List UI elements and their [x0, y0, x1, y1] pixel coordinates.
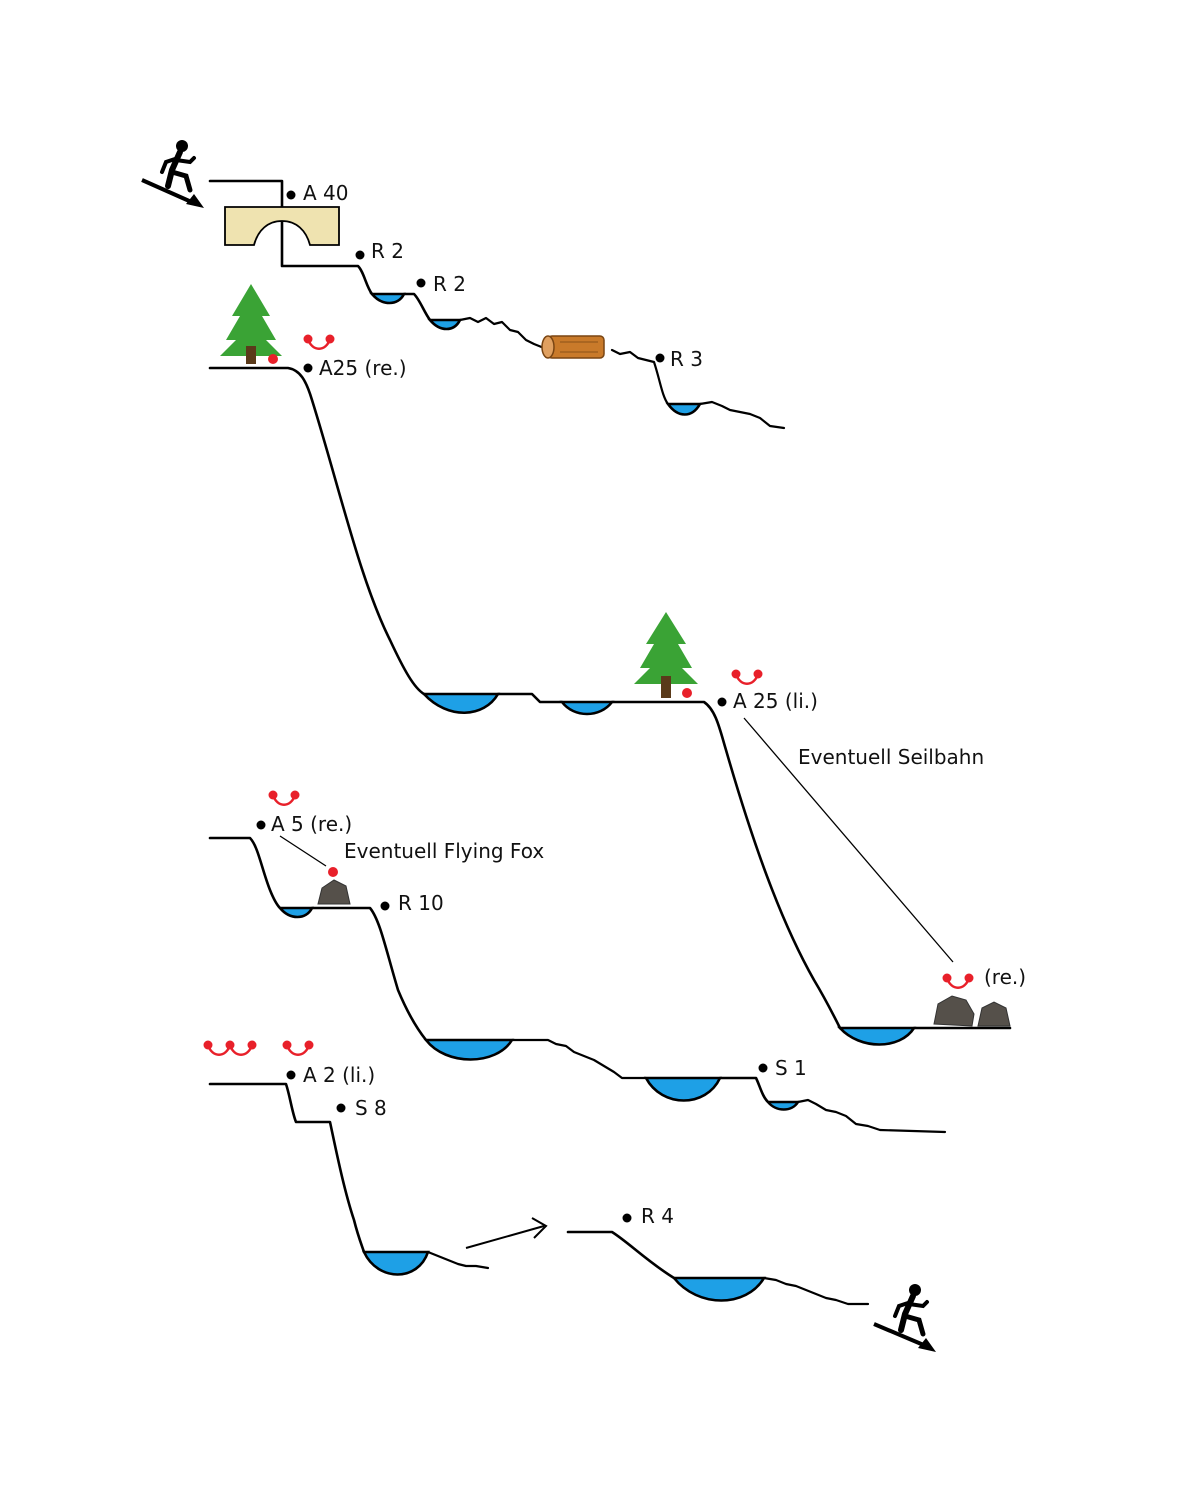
label-a2: A 2 (li.): [303, 1063, 375, 1087]
anchor-chain-icon: [203, 1040, 257, 1056]
label-re: (re.): [984, 965, 1026, 989]
end-hiker-icon: [873, 1284, 936, 1352]
label-a25-re: A25 (re.): [319, 356, 407, 380]
label-r2-first: R 2: [371, 239, 404, 263]
arrow-icon: [465, 1217, 548, 1249]
anchor-chain-icon: [268, 790, 300, 806]
anchor-chain-icon: [731, 669, 763, 685]
label-seilbahn: Eventuell Seilbahn: [798, 745, 984, 769]
anchor-chain-icon: [282, 1040, 314, 1056]
log-icon: [541, 335, 605, 359]
start-hiker-icon: [141, 140, 204, 208]
anchor-chain-icon: [942, 973, 974, 989]
label-a5: A 5 (re.): [271, 812, 352, 836]
rock-icon: [933, 995, 1011, 1027]
label-s8: S 8: [355, 1096, 387, 1120]
label-a25-li: A 25 (li.): [733, 689, 818, 713]
fir-tree-icon: [634, 612, 698, 698]
anchor-chain-icon: [303, 334, 335, 350]
label-s1: S 1: [775, 1056, 807, 1080]
fir-tree-icon: [220, 284, 282, 364]
label-r4: R 4: [641, 1204, 674, 1228]
stone-bridge-icon: [224, 206, 340, 246]
label-r10: R 10: [398, 891, 444, 915]
label-r3: R 3: [670, 347, 703, 371]
label-r2-second: R 2: [433, 272, 466, 296]
label-a40: A 40: [303, 181, 349, 205]
rock-icon: [317, 879, 351, 905]
label-flying-fox: Eventuell Flying Fox: [344, 839, 544, 863]
